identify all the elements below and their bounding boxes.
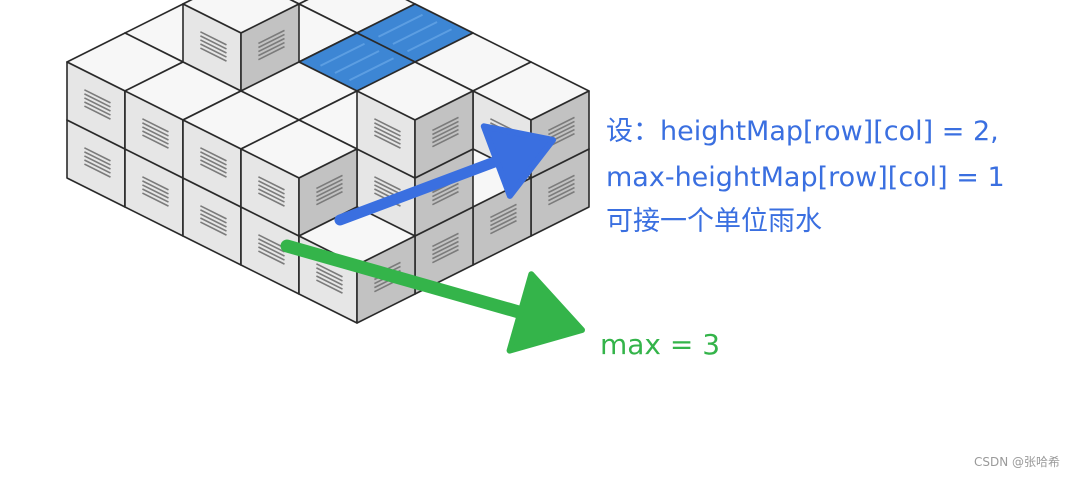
watermark: CSDN @张哈希: [973, 455, 1060, 469]
annotation-line-1: 设：heightMap[row][col] = 2,: [606, 116, 999, 147]
annotation-line-3: 可接一个单位雨水: [606, 206, 822, 237]
cube: [240, 119, 358, 237]
cube: [356, 61, 474, 179]
max-label: max = 3: [600, 328, 721, 361]
annotation-line-2: max-heightMap[row][col] = 1: [606, 162, 1005, 193]
green-arrow: [280, 239, 585, 354]
blue-arrow: [334, 123, 556, 226]
